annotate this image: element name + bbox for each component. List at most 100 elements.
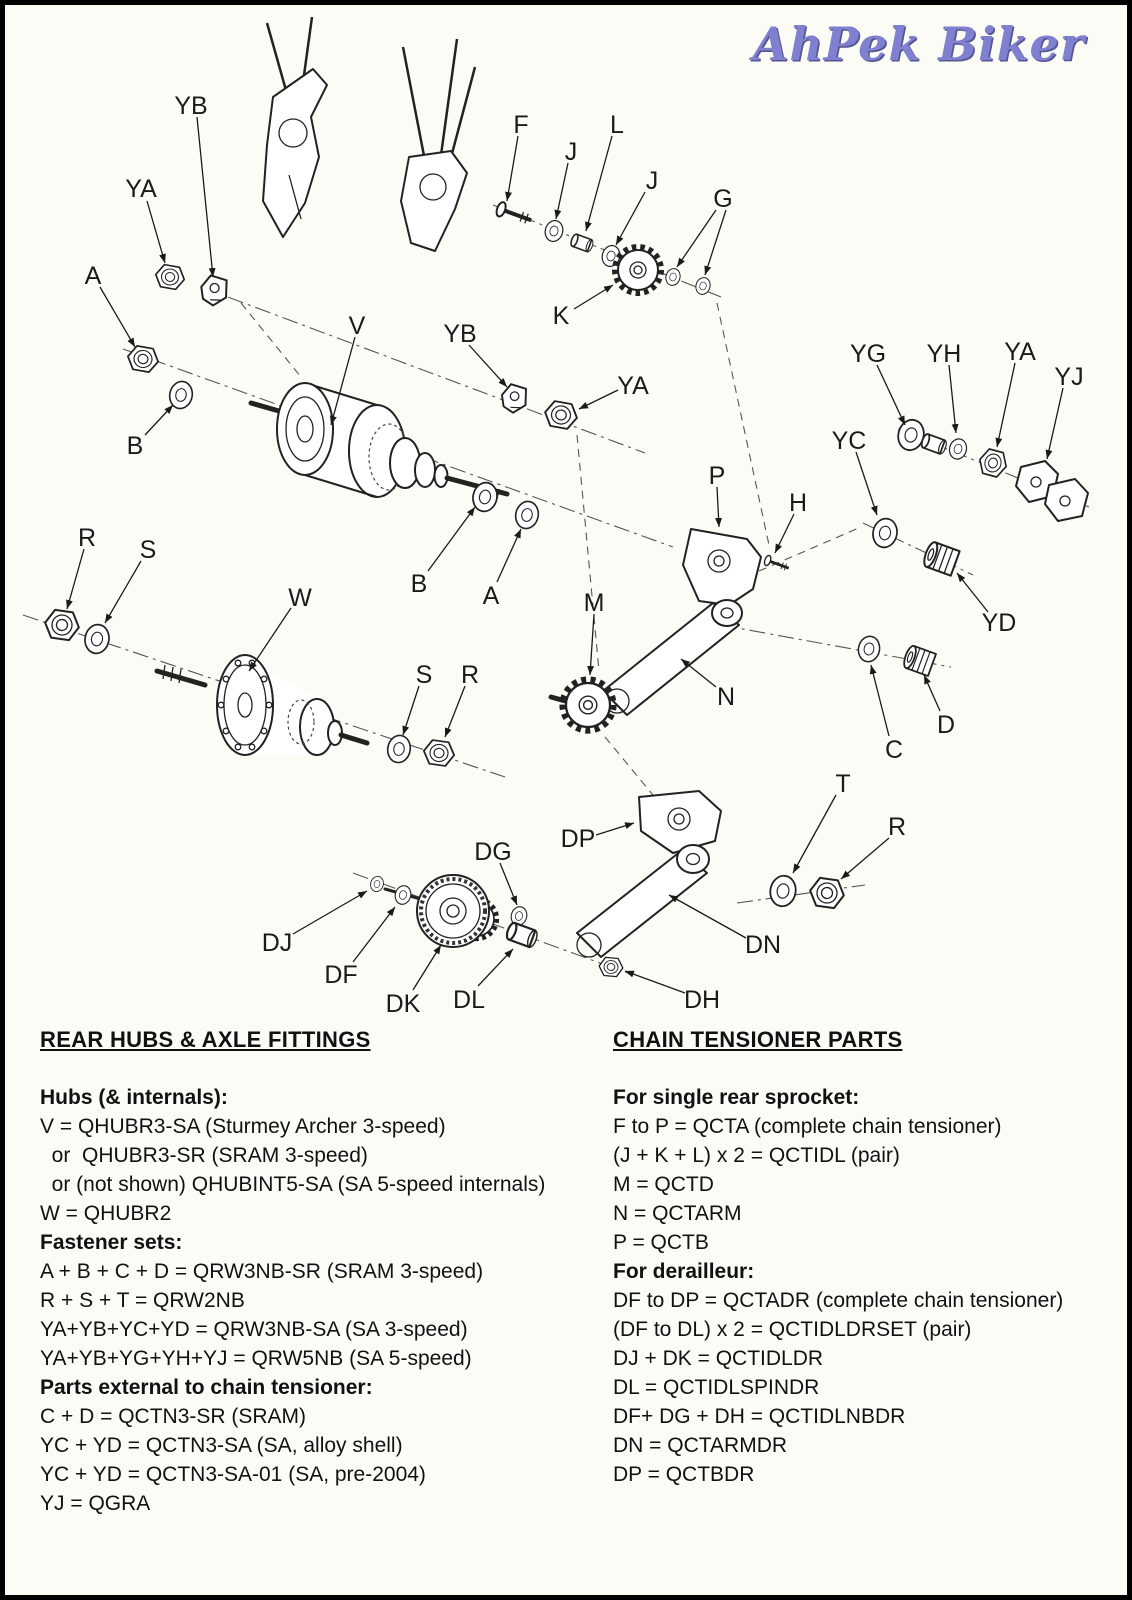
leader-arrow — [948, 364, 959, 434]
leader-arrow — [956, 572, 989, 613]
leader-arrow — [578, 389, 619, 410]
part-ya-nut-3 — [975, 446, 1011, 480]
leader-arrow — [995, 362, 1016, 448]
part-label: YB — [443, 320, 476, 348]
legend-entry: DP = QCTBDR — [613, 1463, 755, 1486]
part-yb-clip-2 — [499, 381, 531, 415]
leader-arrow — [584, 135, 613, 232]
leader-arrow — [292, 890, 368, 935]
part-yh-washer — [946, 436, 970, 462]
part-label: H — [789, 489, 807, 517]
part-label: DK — [386, 990, 421, 1015]
tensioner-dp-drawing — [383, 790, 722, 958]
part-f-bolt — [492, 198, 536, 230]
leader-arrow — [477, 948, 514, 987]
part-label: B — [411, 570, 428, 598]
part-label: YA — [1004, 338, 1036, 366]
legend-entry: A + B + C + D = QRW3NB-SR (SRAM 3-speed) — [40, 1260, 484, 1283]
part-r-nut-3 — [807, 875, 847, 911]
legend-subheading: For derailleur: — [613, 1260, 755, 1283]
legend-entry: YA+YB+YG+YH+YJ = QRW5NB (SA 5-speed) — [40, 1347, 472, 1370]
part-dh-nut — [597, 956, 625, 978]
legend-entry: DL = QCTIDLSPINDR — [613, 1376, 820, 1399]
part-label: M — [584, 589, 605, 617]
leader-arrow — [427, 506, 476, 572]
legend-entry: or QHUBR3-SR (SRAM 3-speed) — [40, 1144, 368, 1167]
legend-left-column: REAR HUBS & AXLE FITTINGS Hubs (& intern… — [40, 1027, 605, 1518]
part-label: DL — [453, 986, 485, 1014]
part-r-nut-2 — [421, 738, 457, 768]
part-yb-clip-1 — [198, 272, 231, 308]
legend-entry: DF+ DG + DH = QCTIDLNBDR — [613, 1405, 906, 1428]
part-df-washer — [392, 883, 414, 907]
legend: REAR HUBS & AXLE FITTINGS Hubs (& intern… — [5, 1017, 1127, 1595]
part-m-pulley — [563, 680, 614, 731]
part-label: R — [78, 524, 96, 552]
leader-arrow — [1045, 387, 1064, 460]
leader-arrow — [146, 200, 166, 264]
leader-arrow — [499, 862, 518, 906]
part-label: W — [288, 584, 312, 612]
legend-entry: F to P = QCTA (complete chain tensioner) — [613, 1115, 1002, 1138]
part-label: R — [888, 813, 906, 841]
leader-arrow — [595, 822, 635, 836]
part-l-spacer — [568, 232, 596, 254]
part-c-washer — [855, 633, 883, 665]
leader-arrow — [840, 837, 890, 880]
legend-entry: YA+YB+YC+YD = QRW3NB-SA (SA 3-speed) — [40, 1318, 468, 1341]
part-label: A — [85, 262, 102, 290]
legend-entry: or (not shown) QHUBINT5-SA (SA 5-speed i… — [40, 1173, 546, 1196]
leader-arrow — [412, 944, 442, 991]
leader-arrow — [573, 284, 614, 310]
part-dj-washer — [368, 874, 386, 894]
part-yj-plates — [1015, 460, 1089, 522]
part-r-nut-1 — [42, 607, 82, 643]
legend-entry: N = QCTARM — [613, 1202, 742, 1225]
leader-arrow — [704, 209, 727, 276]
leader-arrow — [66, 548, 85, 610]
part-label: C — [885, 736, 903, 764]
leader-arrow — [676, 209, 717, 268]
part-label: YA — [125, 175, 157, 203]
hub-w-drawing — [154, 654, 370, 756]
part-label: DJ — [262, 929, 293, 957]
leader-arrow — [792, 794, 837, 874]
leader-arrow — [668, 894, 747, 939]
legend-entry: YC + YD = QCTN3-SA (SA, alloy shell) — [40, 1434, 403, 1457]
part-ya-nut-1 — [152, 262, 188, 292]
leader-arrow — [496, 528, 522, 583]
part-j-washer-1 — [542, 217, 566, 245]
part-label: DF — [324, 961, 357, 989]
part-dk-disc — [415, 873, 491, 949]
part-label: YC — [832, 427, 867, 455]
frame-dropout-left — [262, 16, 328, 238]
part-a-nut-1 — [124, 343, 162, 375]
part-label: DN — [745, 931, 781, 959]
leader-arrow — [329, 336, 356, 426]
part-label: J — [646, 167, 659, 195]
part-s-washer-1 — [81, 621, 113, 657]
leader-arrow — [196, 116, 216, 278]
leader-arrow — [444, 685, 466, 738]
part-label: F — [513, 111, 528, 139]
exploded-parts-diagram: YBYAABVYBYAFJLJGKPHMNYGYHYAYJYCYDCDRSWBA… — [22, 16, 1090, 1015]
part-g-washer-2 — [693, 275, 713, 297]
legend-subheading: Parts external to chain tensioner: — [40, 1376, 373, 1399]
part-k-sprocket — [615, 247, 661, 293]
leader-arrow — [99, 286, 136, 348]
legend-entry: V = QHUBR3-SA (Sturmey Archer 3-speed) — [40, 1115, 446, 1138]
leader-arrow — [615, 191, 646, 246]
part-label: DG — [474, 838, 512, 866]
leader-arrow — [468, 344, 508, 388]
legend-entry: M = QCTD — [613, 1173, 714, 1196]
legend-entry: W = QHUBR2 — [40, 1202, 172, 1225]
legend-entry: YC + YD = QCTN3-SA-01 (SA, pre-2004) — [40, 1463, 426, 1486]
part-h-bolt — [761, 553, 792, 575]
part-label: A — [483, 582, 500, 610]
legend-entry: DF to DP = QCTADR (complete chain tensio… — [613, 1289, 1064, 1312]
part-label: YG — [850, 340, 886, 368]
part-a-washer-2 — [512, 498, 542, 532]
part-label: YB — [174, 92, 207, 120]
